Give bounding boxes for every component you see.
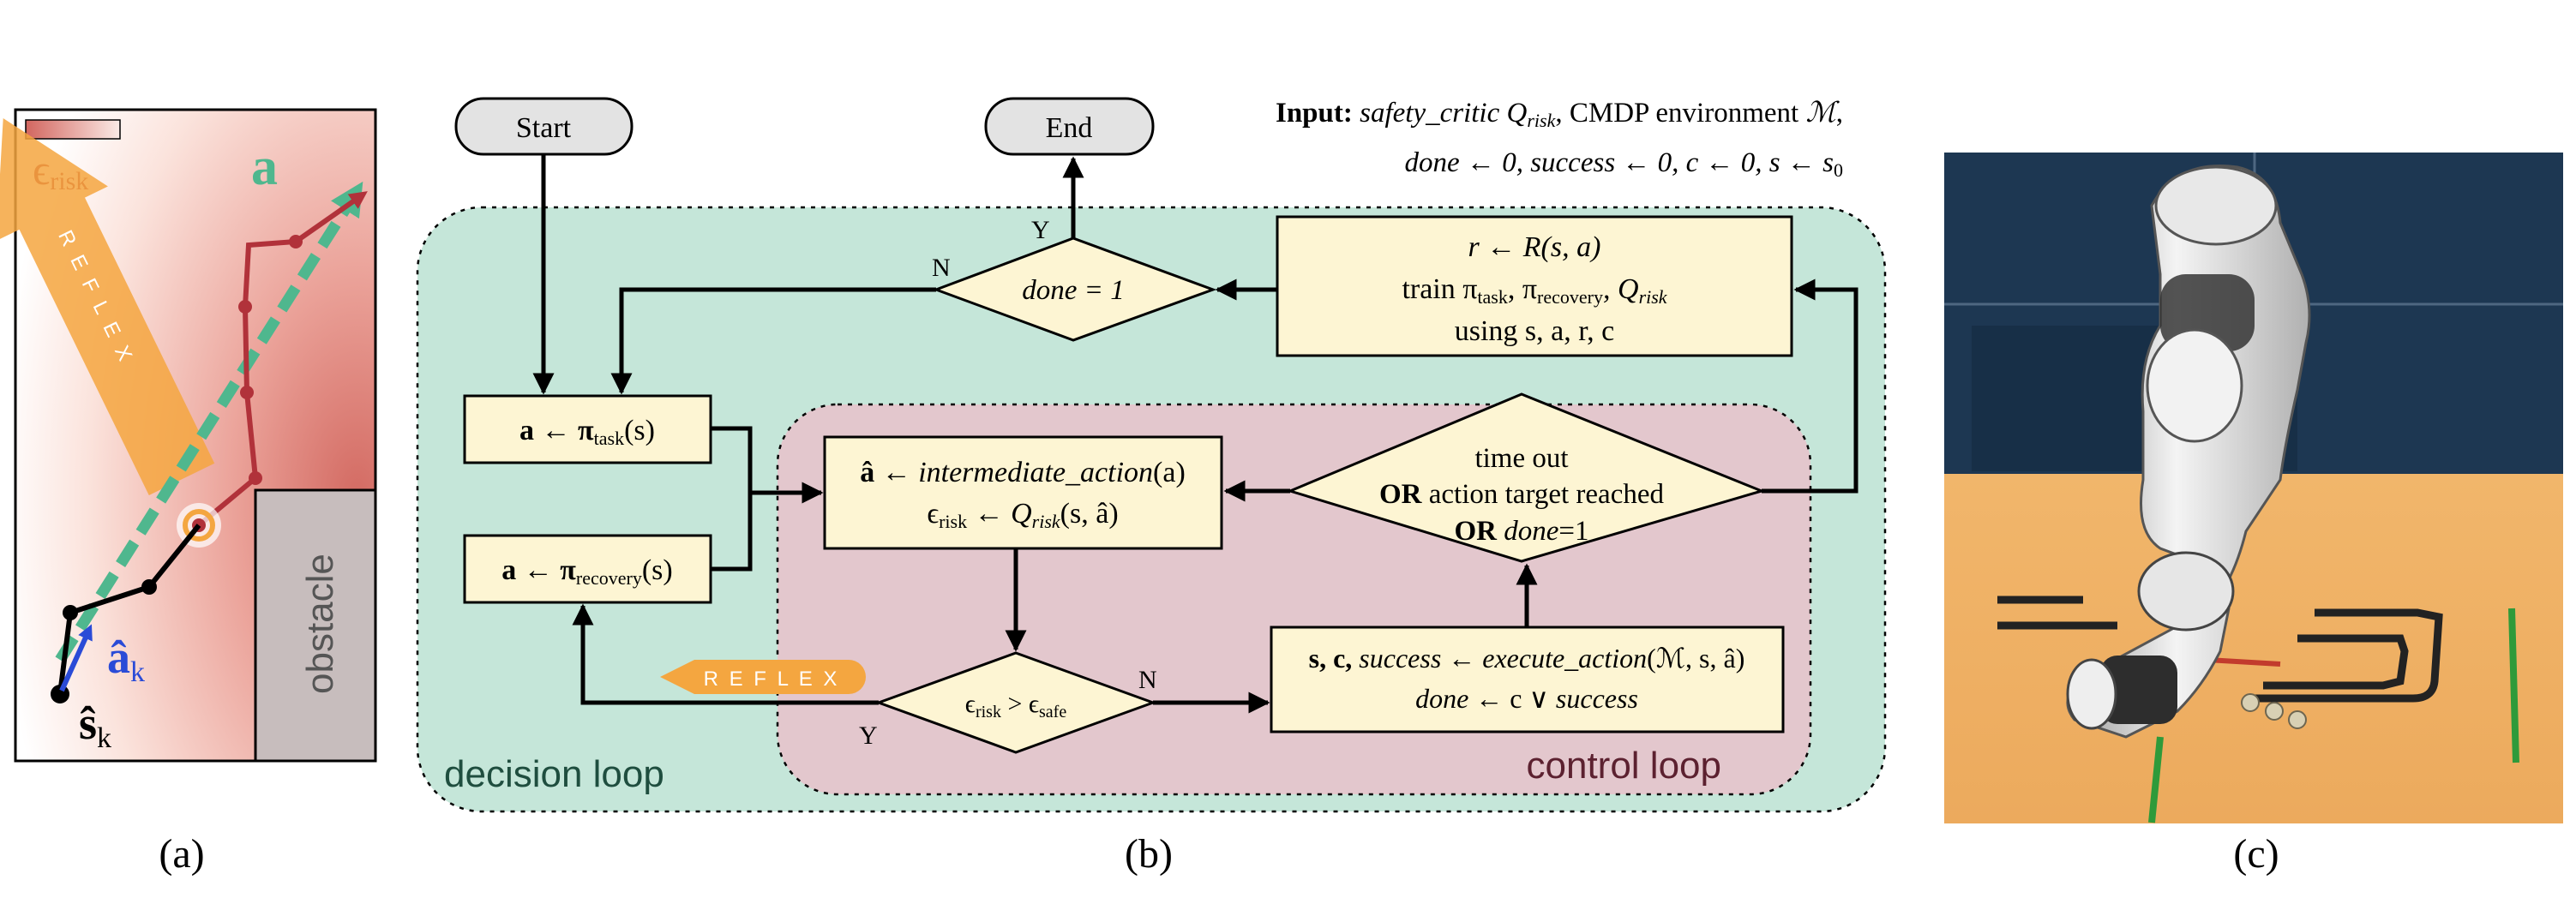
green-markers: [2148, 608, 2519, 823]
timeout-line-3: OR done=1: [1454, 516, 1588, 547]
start-label: Start: [516, 112, 572, 144]
shat-label: ŝk: [79, 697, 111, 754]
execute-line-1: s, c, success ← execute_action(ℳ, s, â): [1309, 643, 1745, 674]
end-label: End: [1046, 112, 1093, 144]
task-policy-box: [463, 394, 712, 464]
control-loop-label: control loop: [1527, 745, 1721, 787]
action-label: a: [251, 138, 278, 196]
execute-action-box: [1270, 626, 1785, 733]
ahat-arrow: [59, 624, 93, 692]
recovery-policy-box: [463, 534, 712, 604]
done-y-label: Y: [1031, 216, 1050, 244]
task-policy-label: a ← πtask(s): [519, 415, 655, 449]
panel-a: ϵrisk a obstacle R E F L E X âk ŝk: [0, 108, 377, 763]
obstacle: [254, 488, 377, 763]
ahat-label: âk: [107, 632, 145, 688]
action-arrow: [55, 181, 363, 663]
flow-connectors: [532, 154, 1858, 714]
train-line-3: using s, a, r, c: [1455, 315, 1615, 347]
caption-c: (c): [2233, 831, 2279, 877]
intermediate-line-1: â ← intermediate_action(a): [860, 457, 1186, 488]
done-check-label: done = 1: [1022, 275, 1124, 306]
train-line-2: train πtask, πrecovery, Qrisk: [1402, 273, 1667, 308]
done-n-label: N: [932, 254, 951, 282]
end-node: [984, 97, 1155, 156]
intermediate-line-2: ϵrisk ← Qrisk(s, â): [927, 498, 1118, 532]
caption-a: (a): [159, 831, 204, 877]
panel-b: decision loop control loop Input: safety…: [416, 97, 1887, 813]
risk-n-label: N: [1138, 666, 1157, 694]
input-line-1: Input: safety_critic Qrisk, CMDP environ…: [1276, 98, 1843, 131]
input-line-2: done ← 0, success ← 0, c ← 0, s ← s0: [1405, 147, 1843, 181]
intermediate-action-box: [823, 435, 1223, 550]
caption-b: (b): [1125, 831, 1173, 877]
trajectory-points: [238, 235, 303, 485]
done-check: [932, 236, 1217, 342]
track-rails: [1997, 596, 2443, 703]
obstacle-label: obstacle: [299, 554, 341, 694]
risk-check: [874, 651, 1157, 754]
decision-loop-label: decision loop: [444, 753, 664, 795]
timeout-check: [1286, 392, 1766, 563]
intermediate-target: [183, 509, 215, 542]
reflex-arrow-b: [660, 660, 866, 694]
risk-colorbar: [25, 119, 121, 140]
robot-arm: [2066, 164, 2311, 739]
recovery-policy-label: a ← πrecovery(s): [501, 554, 672, 589]
execute-line-2: done ← c ∨ success: [1415, 683, 1638, 714]
train-box: [1276, 215, 1793, 357]
track-balls: [2241, 693, 2307, 729]
end-effector-tip: [2207, 657, 2281, 667]
train-line-1: r ← R(s, a): [1468, 231, 1601, 263]
panel-c: [1944, 153, 2563, 823]
timeout-line-2: OR action target reached: [1379, 479, 1664, 510]
risk-y-label: Y: [859, 721, 878, 750]
executed-trajectory: [57, 524, 201, 695]
risk-check-label: ϵrisk > ϵsafe: [965, 690, 1067, 721]
timeout-line-1: time out: [1474, 443, 1568, 474]
reflex-label-b: R E F L E X: [704, 668, 840, 691]
